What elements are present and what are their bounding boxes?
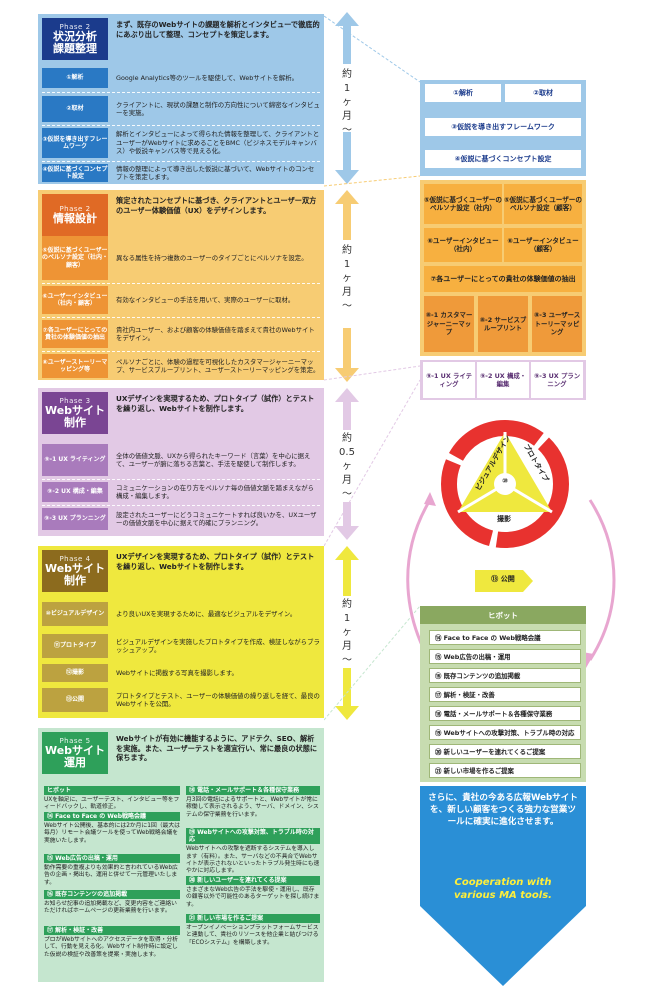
phase-title: Phase 2 情報設計 [42,194,108,236]
flow-step-interview-client: ⑥ユーザーインタビュー（顧客） [504,228,582,262]
phase-panel-analysis: Phase 2 状況分析 課題整理 まず、既存のWebサイトの課題を解析とインタ… [38,14,324,184]
phase-title: Phase 2 状況分析 課題整理 [42,18,108,60]
publish-label: ⑬ 公開 [491,575,515,583]
production-cycle [441,420,569,548]
closing-panel [420,786,586,874]
flow-step-framework: ③仮説を導き出すフレームワーク [425,118,581,136]
phase-description: まず、既存のWebサイトの課題を解析とインタビューで徹底的にあぶり出して整理、コ… [116,20,320,39]
operation-block: ⑱ 電話・メールサポート＆各種保守業務月3回の電話によるサポートと、Webサイト… [186,786,320,818]
step-row: ⑨-3 UX プランニング設定されたユーザーにどうコミュニケートすれば良いかを、… [42,508,320,530]
phase-title: Phase 3 Webサイト 制作 [42,392,108,434]
phase-description: UXデザインを実現するため、プロトタイプ（試作）とテストを繰り返し、Webサイト… [116,394,315,413]
duration-arrows [335,12,359,720]
phase-title: Phase 5 Webサイト 運用 [42,732,108,774]
flow-step-concept: ④仮説に基づくコンセプト設定 [425,150,581,168]
publish-arrow [475,566,535,596]
phase-panel-operation: Phase 5 Webサイト 運用 Webサイトが有効に機能するように、アドテク… [38,728,324,982]
flow-step-interview-internal: ⑥ユーザーインタビュー（社内） [424,228,502,262]
duration-label: 約 1 ヶ 月 〜 [342,69,352,136]
operation-block: ⑰ 解析・検証・改善プロがWebサイトへのアクセスデータを取得・分析して、行動を… [44,926,180,958]
hibot-item: ㉑ 新しい市場を作るご提案 [429,763,581,778]
arrow-production [335,388,359,540]
cta-text: Cooperation with various MA tools. [454,877,552,901]
step-row: ⑥ユーザーインタビュー（社内・顧客）有効なインタビューの手法を用いて、実際のユー… [42,286,320,314]
step-row: ②取材クライアントに、現状の課題と制作の方向性について綿密なインタビューを実施。 [42,96,320,122]
step-row: ⑨-2 UX 構成・編集コミュニケーションの在り方をペルソナ毎の価値文脈を踏まえ… [42,482,320,502]
flow-step-ux-planning: ⑨-3 UX プランニング [531,362,583,398]
operation-block: ㉑ 新しい市場を作るご提案オープンイノベーションプラットフォームサービスと連動し… [186,914,320,946]
hibot-title: ヒボット [420,606,586,624]
operation-block: ⑮ Web広告の出稿・運用動作需要の重複よりも効果的と言われているWeb広告の企… [44,854,180,887]
step-row: ⑨-1 UX ライティング全体の価値文脈、UXから得られたキーワード（言葉）を中… [42,444,320,476]
step-row: ⑬公開プロトタイプとテスト、ユーザーの体験価値の繰り返しを経て、最良のWebサイ… [42,688,320,712]
hibot-item: ⑭ Face to Face の Web戦略会議 [429,630,581,645]
hibot-item: ⑮ Web広告の出稿・運用 [429,649,581,664]
step-row: ④仮説に基づくコンセプト設定情報の整理によって導き出した仮説に基づいて、Webサ… [42,164,315,182]
duration-label: 約 1 ヶ 月 〜 [342,245,352,312]
hibot-item: ⑰ 解析・検証・改善 [429,687,581,702]
hibot-item: ⑲ Webサイトへの攻撃対策、トラブル時の対応 [429,725,581,740]
flow-step-story-map: ⑧-3 ユーザーストーリーマッピング [532,296,582,352]
operation-block: ⑳ 新しいユーザーを連れてくる提案さまざまなWeb広告の手法を駆使・運用し、既存… [186,876,320,908]
flow-step-ux-writing: ⑨-1 UX ライティング [423,362,475,398]
connector-lines [324,15,421,721]
hibot-item: ⑱ 電話・メールサポート＆各種保守業務 [429,706,581,721]
phase-description: Webサイトが有効に機能するように、アドテク、SEO、解析を実施。また、ユーザー… [116,734,318,762]
flow-step-ux-editing: ⑨-2 UX 構成・編集 [477,362,529,398]
phase-panel-web-production-2: Phase 4 Webサイト 制作 UXデザインを実現するため、プロトタイプ（試… [38,546,324,718]
arrow-production-2 [335,546,359,720]
cycle-center: ⑩ [502,477,508,485]
closing-text: さらに、貴社の今ある広報Webサイトを、新しい顧客をつくる強力な営業ツールに確実… [428,793,578,827]
step-row: ⑤仮説に基づくユーザーのペルソナ設定（社内・顧客）異なる属性を持つ複数のユーザー… [42,236,320,280]
step-row: ⑪プロトタイプビジュアルデザインを実施したプロトタイプを作成、検証しながらブラッ… [42,634,320,658]
step-row: ⑩ビジュアルデザインより良いUXを実現するために、最適なビジュアルをデザイン。 [42,602,320,626]
phase-description: 策定されたコンセプトに基づき、クライアントとユーザー双方のユーザー体験価値（UX… [116,196,317,215]
arrow-info [335,190,359,382]
flow-step-value: ⑦各ユーザーにとっての貴社の体験価値の抽出 [424,266,582,292]
duration-label: 約 0.5 ヶ 月 〜 [339,433,355,500]
step-row: ⑦各ユーザーにとっての貴社の体験価値の抽出貴社内ユーザー、および顧客の体験価値を… [42,320,320,348]
flow-step-interview: ②取材 [505,84,581,102]
step-row: ⑧ユーザーストーリーマッピング等ペルソナごとに、体験の過程を可視化したカスタマー… [42,354,320,378]
flow-step-analysis: ①解析 [425,84,501,102]
phase-description: UXデザインを実現するため、プロトタイプ（試作）とテストを繰り返し、Webサイト… [116,552,315,571]
cta-arrow [420,870,586,986]
arrow-analysis [335,12,359,184]
hibot-item: ⑳ 新しいユーザーを連れてくるご提案 [429,744,581,759]
phase-title: Phase 4 Webサイト 制作 [42,550,108,592]
phase-panel-web-production: Phase 3 Webサイト 制作 UXデザインを実現するため、プロトタイプ（試… [38,388,324,536]
flow-step-journey-map: ⑧-1 カスタマージャーニーマップ [424,296,474,352]
flow-step-persona-internal: ⑤仮説に基づくユーザーのペルソナ設定（社内） [424,184,502,224]
cycle-shoot: 撮影 [497,515,511,523]
duration-label: 約 1 ヶ 月 〜 [342,599,352,666]
step-row: ③仮説を導き出すフレームワーク解析とインタビューによって得られた情報を整理して、… [42,128,320,158]
flow-step-blueprint: ⑧-2 サービスブループリント [478,296,528,352]
flow-step-persona-client: ⑤仮説に基づくユーザーのペルソナ設定（顧客） [504,184,582,224]
phase-panel-info-design: Phase 2 情報設計 策定されたコンセプトに基づき、クライアントとユーザー双… [38,190,324,380]
hibot-item: ⑯ 既存コンテンツの追加掲載 [429,668,581,683]
operation-block: ⑯ 既存コンテンツの追加掲載お知らせ記事の追加掲載など、変更内容をご連絡いただけ… [44,890,180,916]
